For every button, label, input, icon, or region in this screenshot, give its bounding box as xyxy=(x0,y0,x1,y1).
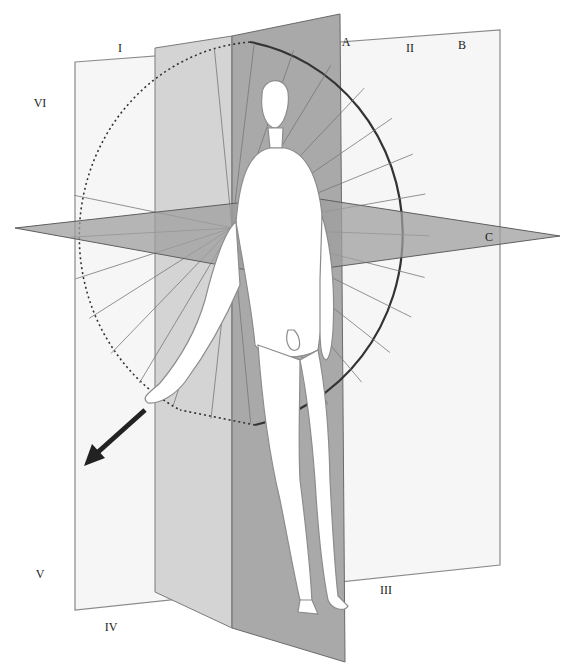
plane-label: III xyxy=(380,584,392,596)
plane-label: VI xyxy=(34,97,47,109)
human-figure xyxy=(145,81,348,614)
plane-label: I xyxy=(118,42,122,54)
plane-label: B xyxy=(458,39,466,51)
angle-spoke xyxy=(214,49,232,228)
plane-label: II xyxy=(406,42,414,54)
movement-arrow xyxy=(84,410,145,466)
plane-label: A xyxy=(342,36,351,48)
plane-label: IV xyxy=(105,621,118,633)
plane-label: V xyxy=(36,568,45,580)
plane-label: C xyxy=(485,231,493,243)
